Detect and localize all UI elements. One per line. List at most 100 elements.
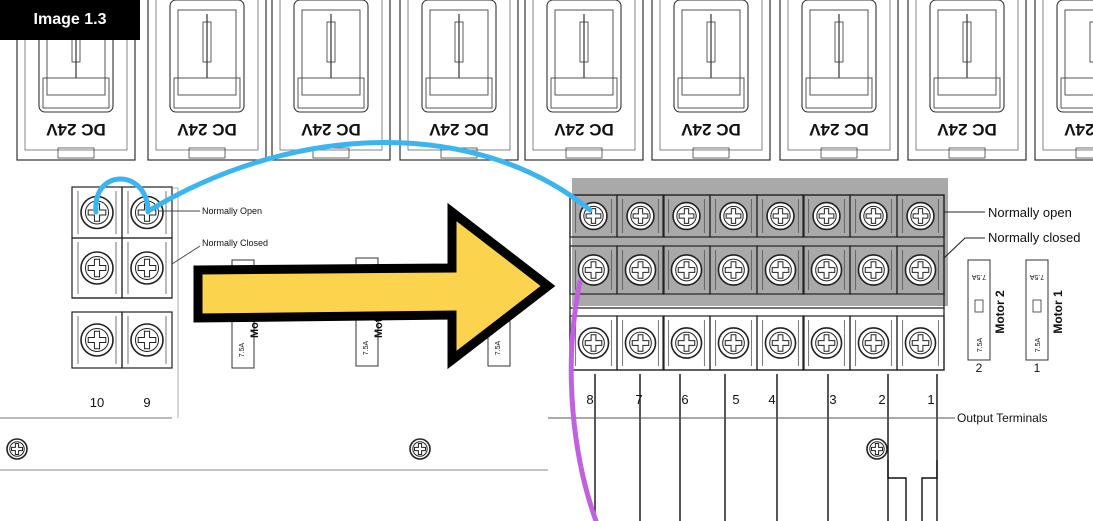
screw-icon	[904, 327, 937, 359]
fuse-label: 7.5A	[495, 340, 502, 355]
motor-label: Motor 1	[1051, 290, 1065, 334]
screw-icon	[810, 327, 843, 359]
relay-label: DC 24V	[301, 120, 361, 139]
overlay	[93, 140, 599, 521]
right-normally-closed-label: Normally closed	[988, 230, 1080, 245]
purple-jumper-wire	[568, 279, 599, 521]
relay-row: DC 24V DC 24V DC 24V DC 24V DC 24V DC 24V DC 2…	[16, 0, 1093, 161]
screw-icon	[717, 254, 750, 286]
output-terminals-label: Output Terminals	[957, 411, 1048, 425]
relay-label: DC 24V	[681, 120, 741, 139]
fuse-rating: 7.5A	[1035, 337, 1042, 352]
relay: DC 24V	[651, 0, 771, 161]
terminal-cell	[756, 245, 805, 295]
terminal-cell	[616, 194, 665, 238]
fuse-label: 7.5A	[239, 342, 246, 357]
relay-label: DC 24V	[937, 120, 997, 139]
screw-icon	[626, 201, 655, 231]
image-badge: Image 1.3	[0, 0, 140, 40]
relay-label: DC 24V	[429, 120, 489, 139]
terminal-cell	[709, 245, 758, 295]
terminal-cell	[802, 194, 851, 238]
relay: DC 24V	[147, 0, 267, 161]
terminal-cell	[662, 315, 711, 371]
screw-icon	[719, 201, 748, 231]
relay: DC 24V	[907, 0, 1027, 161]
terminal-cell	[709, 315, 758, 371]
output-wire	[887, 460, 907, 521]
terminal-cell	[569, 315, 618, 371]
motor-label: Motor 2	[993, 290, 1007, 334]
screw-icon	[80, 251, 114, 285]
screw-icon	[904, 254, 937, 286]
relay: DC 24V	[271, 0, 391, 161]
terminal-cell	[121, 311, 173, 369]
relay: DC 24V	[524, 0, 644, 161]
blue-jumper-wire	[93, 176, 151, 215]
relay-label: DC 24V	[809, 120, 869, 139]
terminal-number: 5	[732, 392, 739, 407]
terminal-cell	[121, 237, 173, 299]
relay-label: DC 24V	[1064, 120, 1093, 139]
terminal-cell	[71, 237, 123, 299]
screw-icon	[409, 438, 431, 460]
terminal-cell	[616, 245, 665, 295]
fuse-label: 7.5A	[363, 340, 370, 355]
screw-icon	[6, 438, 28, 460]
terminal-cell	[662, 245, 711, 295]
terminal-cell	[896, 315, 945, 371]
terminal-number: 8	[586, 392, 593, 407]
relay-label: DC 24V	[46, 120, 106, 139]
screw-icon	[80, 323, 114, 357]
relay: DC 24V	[779, 0, 899, 161]
terminal-number: 4	[768, 392, 775, 407]
terminal-cell	[849, 315, 898, 371]
screw-icon	[577, 254, 610, 286]
terminal-number: 10	[90, 395, 104, 410]
right-normally-open-label: Normally open	[988, 205, 1072, 220]
fuse-number: 2	[976, 361, 983, 375]
relay-label: DC 24V	[554, 120, 614, 139]
terminal-cell	[616, 315, 665, 371]
screw-icon	[670, 327, 703, 359]
terminal-number: 3	[829, 392, 836, 407]
screw-icon	[670, 254, 703, 286]
relay: DC 24V	[399, 0, 519, 161]
screw-icon	[859, 201, 888, 231]
screw-icon	[906, 201, 935, 231]
terminal-cell	[71, 311, 123, 369]
relay-label: DC 24V	[177, 120, 237, 139]
terminal-number: 6	[681, 392, 688, 407]
yellow-arrow-icon	[193, 202, 556, 370]
screw-icon	[812, 201, 841, 231]
terminal-number: 9	[143, 395, 150, 410]
screw-icon	[766, 201, 795, 231]
screw-icon	[577, 327, 610, 359]
screw-icon	[810, 254, 843, 286]
output-wire	[921, 460, 938, 521]
terminal-cell	[756, 315, 805, 371]
screw-icon	[130, 251, 164, 285]
screw-icon	[130, 323, 164, 357]
terminal-cell	[849, 245, 898, 295]
terminal-number: 1	[927, 392, 934, 407]
screw-icon	[764, 327, 797, 359]
screw-icon	[672, 201, 701, 231]
screw-icon	[857, 327, 890, 359]
screw-icon	[717, 327, 750, 359]
screw-icon	[857, 254, 890, 286]
left-normally-closed-label: Normally Closed	[202, 238, 268, 248]
left-normally-open-label: Normally Open	[202, 206, 262, 216]
fuse-icon: 7.5A 7.5A Motor 2 2	[967, 259, 1007, 375]
screw-icon	[624, 327, 657, 359]
terminal-number: 2	[878, 392, 885, 407]
fuse-rating: 7.5A	[977, 337, 984, 352]
fuse-rating: 7.5A	[971, 273, 986, 280]
screw-icon	[764, 254, 797, 286]
terminal-cell	[569, 245, 618, 295]
terminal-cell	[896, 245, 945, 295]
